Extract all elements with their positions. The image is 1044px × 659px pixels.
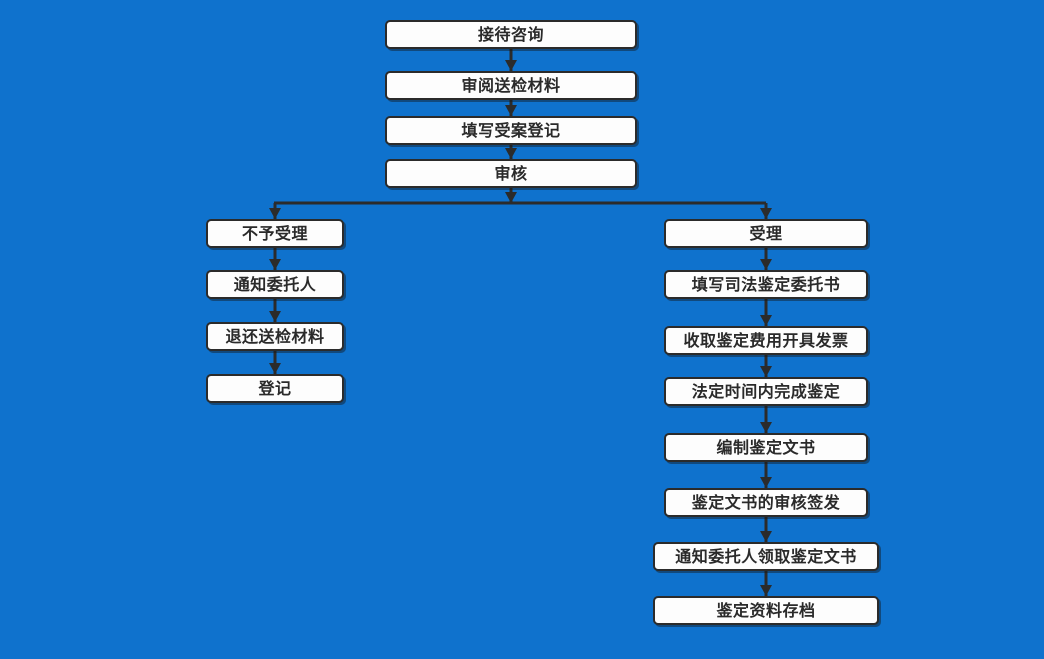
flow-node-label: 审核 [494,163,528,183]
flow-node-label: 审阅送检材料 [461,75,561,95]
flow-node[interactable]: 接待咨询 [385,20,637,49]
arrowhead [269,363,281,374]
flow-node-label: 编制鉴定文书 [716,437,816,457]
flow-node[interactable]: 编制鉴定文书 [664,433,868,462]
flow-node[interactable]: 审阅送检材料 [385,71,637,100]
arrowhead [505,192,517,203]
flow-node[interactable]: 填写受案登记 [385,116,637,145]
flow-node[interactable]: 通知委托人 [206,270,344,299]
flow-node[interactable]: 填写司法鉴定委托书 [664,270,868,299]
arrowhead [505,105,517,116]
flow-node-label: 通知委托人 [233,274,317,294]
flow-node-label: 填写司法鉴定委托书 [691,274,841,294]
flow-node-label: 接待咨询 [477,24,544,44]
flow-node[interactable]: 退还送检材料 [206,322,344,351]
arrowhead [269,259,281,270]
flow-node-label: 受理 [749,223,783,243]
arrowhead [269,208,281,219]
arrowhead [760,208,772,219]
flow-node[interactable]: 不予受理 [206,219,344,248]
flow-node[interactable]: 鉴定资料存档 [653,596,879,625]
flow-node[interactable]: 法定时间内完成鉴定 [664,377,868,406]
arrowhead [760,477,772,488]
arrowhead [269,311,281,322]
flow-node[interactable]: 通知委托人领取鉴定文书 [653,542,879,571]
flow-node-label: 法定时间内完成鉴定 [691,381,841,401]
arrowhead [760,422,772,433]
flow-node-label: 登记 [258,378,292,398]
flow-node[interactable]: 受理 [664,219,868,248]
flow-node[interactable]: 审核 [385,159,637,188]
flow-node-label: 不予受理 [241,223,308,243]
flow-node[interactable]: 收取鉴定费用开具发票 [664,326,868,355]
flow-node[interactable]: 鉴定文书的审核签发 [664,488,868,517]
flow-node-label: 收取鉴定费用开具发票 [683,330,849,350]
arrowhead [760,315,772,326]
arrowhead [760,531,772,542]
flow-node-label: 鉴定文书的审核签发 [691,492,841,512]
arrowhead [505,148,517,159]
arrowhead [760,259,772,270]
flow-node-label: 鉴定资料存档 [716,600,816,620]
flow-node-label: 通知委托人领取鉴定文书 [675,546,857,566]
arrowhead [505,60,517,71]
flow-node-label: 填写受案登记 [461,120,561,140]
arrowhead [760,366,772,377]
flow-node-label: 退还送检材料 [225,326,325,346]
flow-node[interactable]: 登记 [206,374,344,403]
arrowhead [760,585,772,596]
